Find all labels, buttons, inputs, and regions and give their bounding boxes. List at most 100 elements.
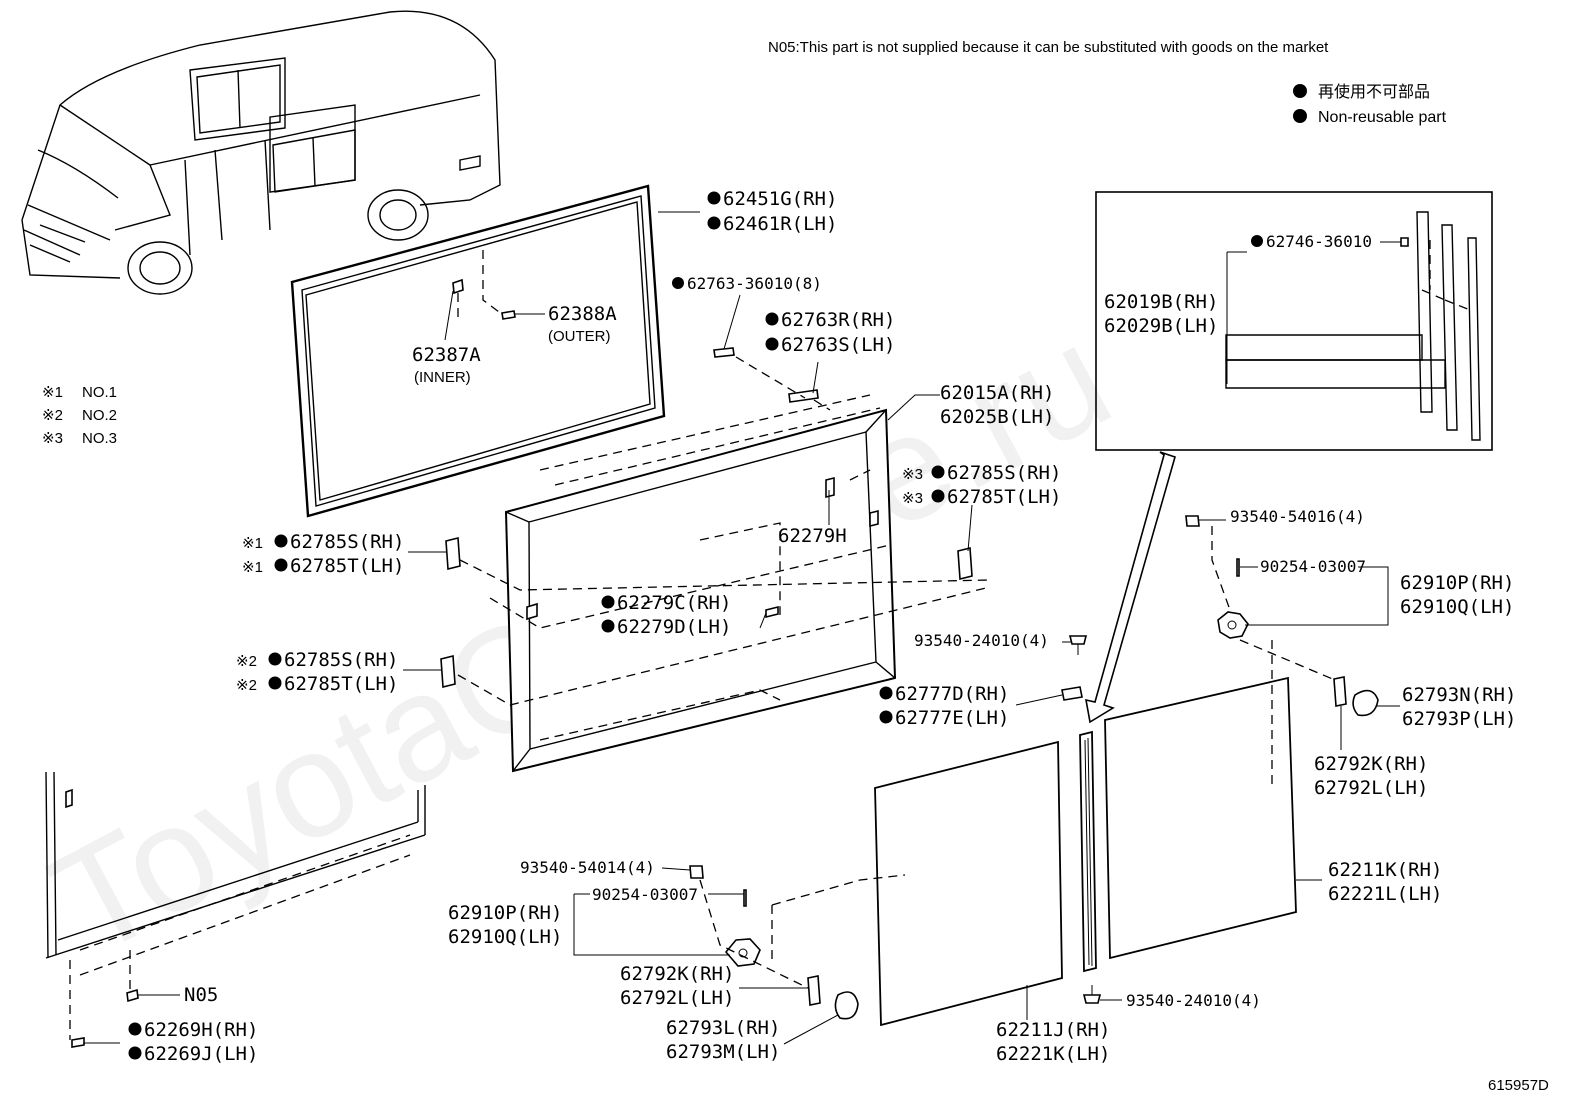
bolt-93540-24010-upper	[1068, 635, 1088, 655]
ref-mark: ※3	[902, 490, 923, 507]
part-label: 62279D(LH)	[617, 616, 731, 638]
nonreusable-dot	[879, 686, 893, 700]
part-label: 62785T(LH)	[284, 673, 398, 695]
part-label: 62777E(LH)	[895, 707, 1009, 729]
nonreusable-dot	[274, 558, 288, 572]
part-label: 62221K(LH)	[996, 1043, 1110, 1065]
nonreusable-dot	[707, 216, 721, 230]
part-label: N05	[184, 984, 218, 1006]
latch-62910p-lower	[689, 865, 761, 967]
part-label: 62387A	[412, 344, 481, 366]
part-label: 90254-03007	[1260, 557, 1366, 576]
clip-62763-36010	[713, 347, 735, 358]
nonreusable-dot	[672, 277, 684, 289]
legend-dot-jp	[1293, 84, 1307, 98]
legend-text-jp: 再使用不可部品	[1318, 83, 1430, 101]
part-label: 62793P(LH)	[1402, 708, 1516, 730]
ref-mark: ※1	[242, 535, 263, 552]
clip-62763r	[788, 389, 819, 403]
part-label: 93540-54016(4)	[1230, 507, 1365, 526]
latch-62910p-right	[1185, 515, 1249, 639]
nonreusable-dot	[879, 710, 893, 724]
clip-62279c	[765, 605, 779, 619]
part-label: 93540-24010(4)	[1126, 991, 1261, 1010]
part-label: 62461R(LH)	[723, 213, 837, 235]
nonreusable-dot	[931, 489, 945, 503]
detail-arrow	[1084, 451, 1176, 724]
block-62785s-2	[440, 654, 456, 689]
nonreusable-dot	[268, 652, 282, 666]
part-label: 62792L(LH)	[620, 987, 734, 1009]
legend-text-en: Non-reusable part	[1318, 109, 1447, 126]
part-label: 62221L(LH)	[1328, 883, 1442, 905]
nonreusable-dot	[1251, 235, 1263, 247]
ref-mark: ※2	[236, 653, 257, 670]
weatherstrip-62451g	[290, 184, 666, 518]
ref-label-1: NO.1	[82, 384, 117, 401]
part-label: 62785T(LH)	[947, 486, 1061, 508]
center-sash-62019b	[1079, 730, 1097, 973]
part-label: 62269H(RH)	[144, 1019, 258, 1041]
part-label: 62785T(LH)	[290, 555, 404, 577]
part-label: 62279C(RH)	[617, 592, 731, 614]
part-label-sub: (INNER)	[414, 369, 471, 386]
part-label: 62763R(RH)	[781, 309, 895, 331]
clip-62388a	[501, 310, 516, 320]
glass-62211k	[1104, 676, 1297, 960]
nonreusable-dot	[128, 1046, 142, 1060]
note-n05: N05:This part is not supplied because it…	[768, 39, 1329, 56]
ref-notes: ※1 NO.1 ※2 NO.2 ※3 NO.3	[42, 384, 117, 447]
bolt-93540-24010-lower	[1082, 985, 1102, 1004]
part-label: 62785S(RH)	[284, 649, 398, 671]
ref-mark-1: ※1	[42, 384, 63, 401]
part-label: 62763S(LH)	[781, 334, 895, 356]
nonreusable-dot	[601, 619, 615, 633]
part-label: 62211J(RH)	[996, 1019, 1110, 1041]
ref-mark: ※1	[242, 559, 263, 576]
legend: 再使用不可部品 Non-reusable part	[1293, 83, 1447, 126]
part-labels: 62451G(RH) 62461R(LH) 62763-36010(8) 623…	[128, 188, 1516, 1065]
part-label: 62029B(LH)	[1104, 315, 1218, 337]
clip-62387a	[452, 278, 464, 295]
part-label: 62910Q(LH)	[1400, 596, 1514, 618]
part-label: 62388A	[548, 303, 617, 325]
nonreusable-dot	[765, 312, 779, 326]
part-label: 62910Q(LH)	[448, 926, 562, 948]
ref-mark-2: ※2	[42, 407, 63, 424]
window-frame-62015a	[504, 408, 897, 773]
part-label: 62792K(RH)	[620, 963, 734, 985]
ref-label-2: NO.2	[82, 407, 117, 424]
part-label: 62015A(RH)	[940, 382, 1054, 404]
part-label: 62792K(RH)	[1314, 753, 1428, 775]
ref-mark: ※3	[902, 466, 923, 483]
part-label: 62792L(LH)	[1314, 777, 1428, 799]
part-label: 62269J(LH)	[144, 1043, 258, 1065]
part-label: 62785S(RH)	[947, 462, 1061, 484]
lower-rail-62269h	[45, 771, 426, 1048]
block-62785s-3	[957, 546, 973, 581]
nonreusable-dot	[707, 191, 721, 205]
detail-inset-box	[1095, 191, 1493, 451]
nonreusable-dot	[128, 1022, 142, 1036]
nonreusable-dot	[931, 465, 945, 479]
part-label: 62910P(RH)	[1400, 572, 1514, 594]
diagram-id: 615957D	[1488, 1077, 1549, 1094]
plate-62792k-right	[1333, 676, 1379, 717]
ref-label-3: NO.3	[82, 430, 117, 447]
nonreusable-dot	[601, 595, 615, 609]
nonreusable-dot	[765, 337, 779, 351]
part-label: 62777D(RH)	[895, 683, 1009, 705]
plate-62792k-lower	[807, 975, 859, 1020]
part-label: 62763-36010(8)	[687, 274, 822, 293]
ref-mark: ※2	[236, 677, 257, 694]
glass-62211j	[874, 740, 1063, 1027]
part-label: 62025B(LH)	[940, 406, 1054, 428]
nonreusable-dot	[274, 534, 288, 548]
leader-lines	[84, 211, 1401, 1045]
part-label: 62793M(LH)	[666, 1041, 780, 1063]
legend-dot-en	[1293, 109, 1307, 123]
stopper-62777d	[1061, 686, 1083, 701]
part-label: 62793L(RH)	[666, 1017, 780, 1039]
